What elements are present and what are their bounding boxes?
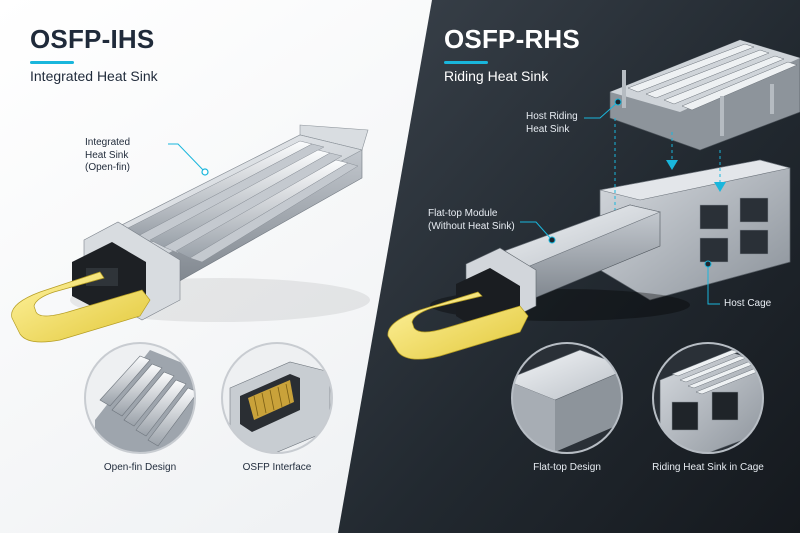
ihs-title: OSFP-IHS bbox=[30, 24, 155, 54]
flat-top-detail-icon bbox=[511, 342, 623, 454]
host-cage bbox=[599, 159, 791, 301]
ihs-module bbox=[11, 124, 370, 343]
connector-detail-icon bbox=[221, 342, 333, 454]
flat-top-module-callout: Flat-top Module (Without Heat Sink) bbox=[428, 208, 515, 232]
host-cage-callout: Host Cage bbox=[724, 298, 772, 309]
ihs-pull-tab bbox=[11, 271, 151, 343]
flat-top-module bbox=[387, 204, 690, 360]
osfp-interface-caption: OSFP Interface bbox=[242, 462, 312, 473]
fin-detail-icon bbox=[84, 342, 196, 454]
ihs-subtitle: Integrated Heat Sink bbox=[30, 68, 158, 84]
rhs-title-underline bbox=[444, 61, 488, 64]
riding-heat-sink-cage-caption: Riding Heat Sink in Cage bbox=[652, 462, 764, 473]
ihs-heat-sink-callout: Integrated Heat Sink (Open-fin) bbox=[85, 137, 131, 173]
rhs-callout-leaders bbox=[520, 98, 720, 305]
flat-top-caption: Flat-top Design bbox=[533, 462, 601, 473]
rhs-title: OSFP-RHS bbox=[444, 24, 580, 54]
alignment-guides bbox=[614, 118, 726, 212]
rhs-pull-tab bbox=[387, 291, 529, 360]
rhs-subtitle: Riding Heat Sink bbox=[444, 68, 549, 84]
host-riding-heat-sink-callout: Host Riding Heat Sink bbox=[526, 111, 578, 135]
ihs-callout-leader bbox=[168, 143, 209, 176]
riding-heat-sink bbox=[609, 39, 800, 151]
ihs-fins bbox=[123, 140, 359, 263]
ihs-title-underline bbox=[30, 61, 74, 64]
open-fin-caption: Open-fin Design bbox=[103, 462, 177, 473]
